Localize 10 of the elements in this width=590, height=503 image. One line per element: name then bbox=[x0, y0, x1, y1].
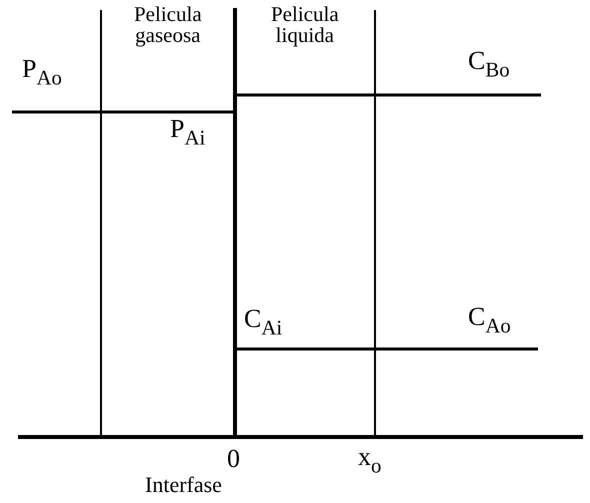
axis-label: 0 bbox=[227, 446, 240, 472]
variable-label: C$_{Ai}$ bbox=[244, 306, 282, 340]
variable-label: P$_{Ao}$ bbox=[22, 56, 62, 90]
column-heading: Pelicula gaseosa bbox=[134, 4, 202, 46]
column-heading: Pelicula liquida bbox=[271, 4, 339, 46]
variable-label: C$_{Ao}$ bbox=[468, 304, 511, 338]
axis-label: Interfase bbox=[145, 474, 222, 496]
axis-label: x$_{o}$ bbox=[358, 444, 382, 478]
variable-label: C$_{Bo}$ bbox=[468, 48, 510, 82]
variable-label: P$_{Ai}$ bbox=[170, 116, 206, 150]
